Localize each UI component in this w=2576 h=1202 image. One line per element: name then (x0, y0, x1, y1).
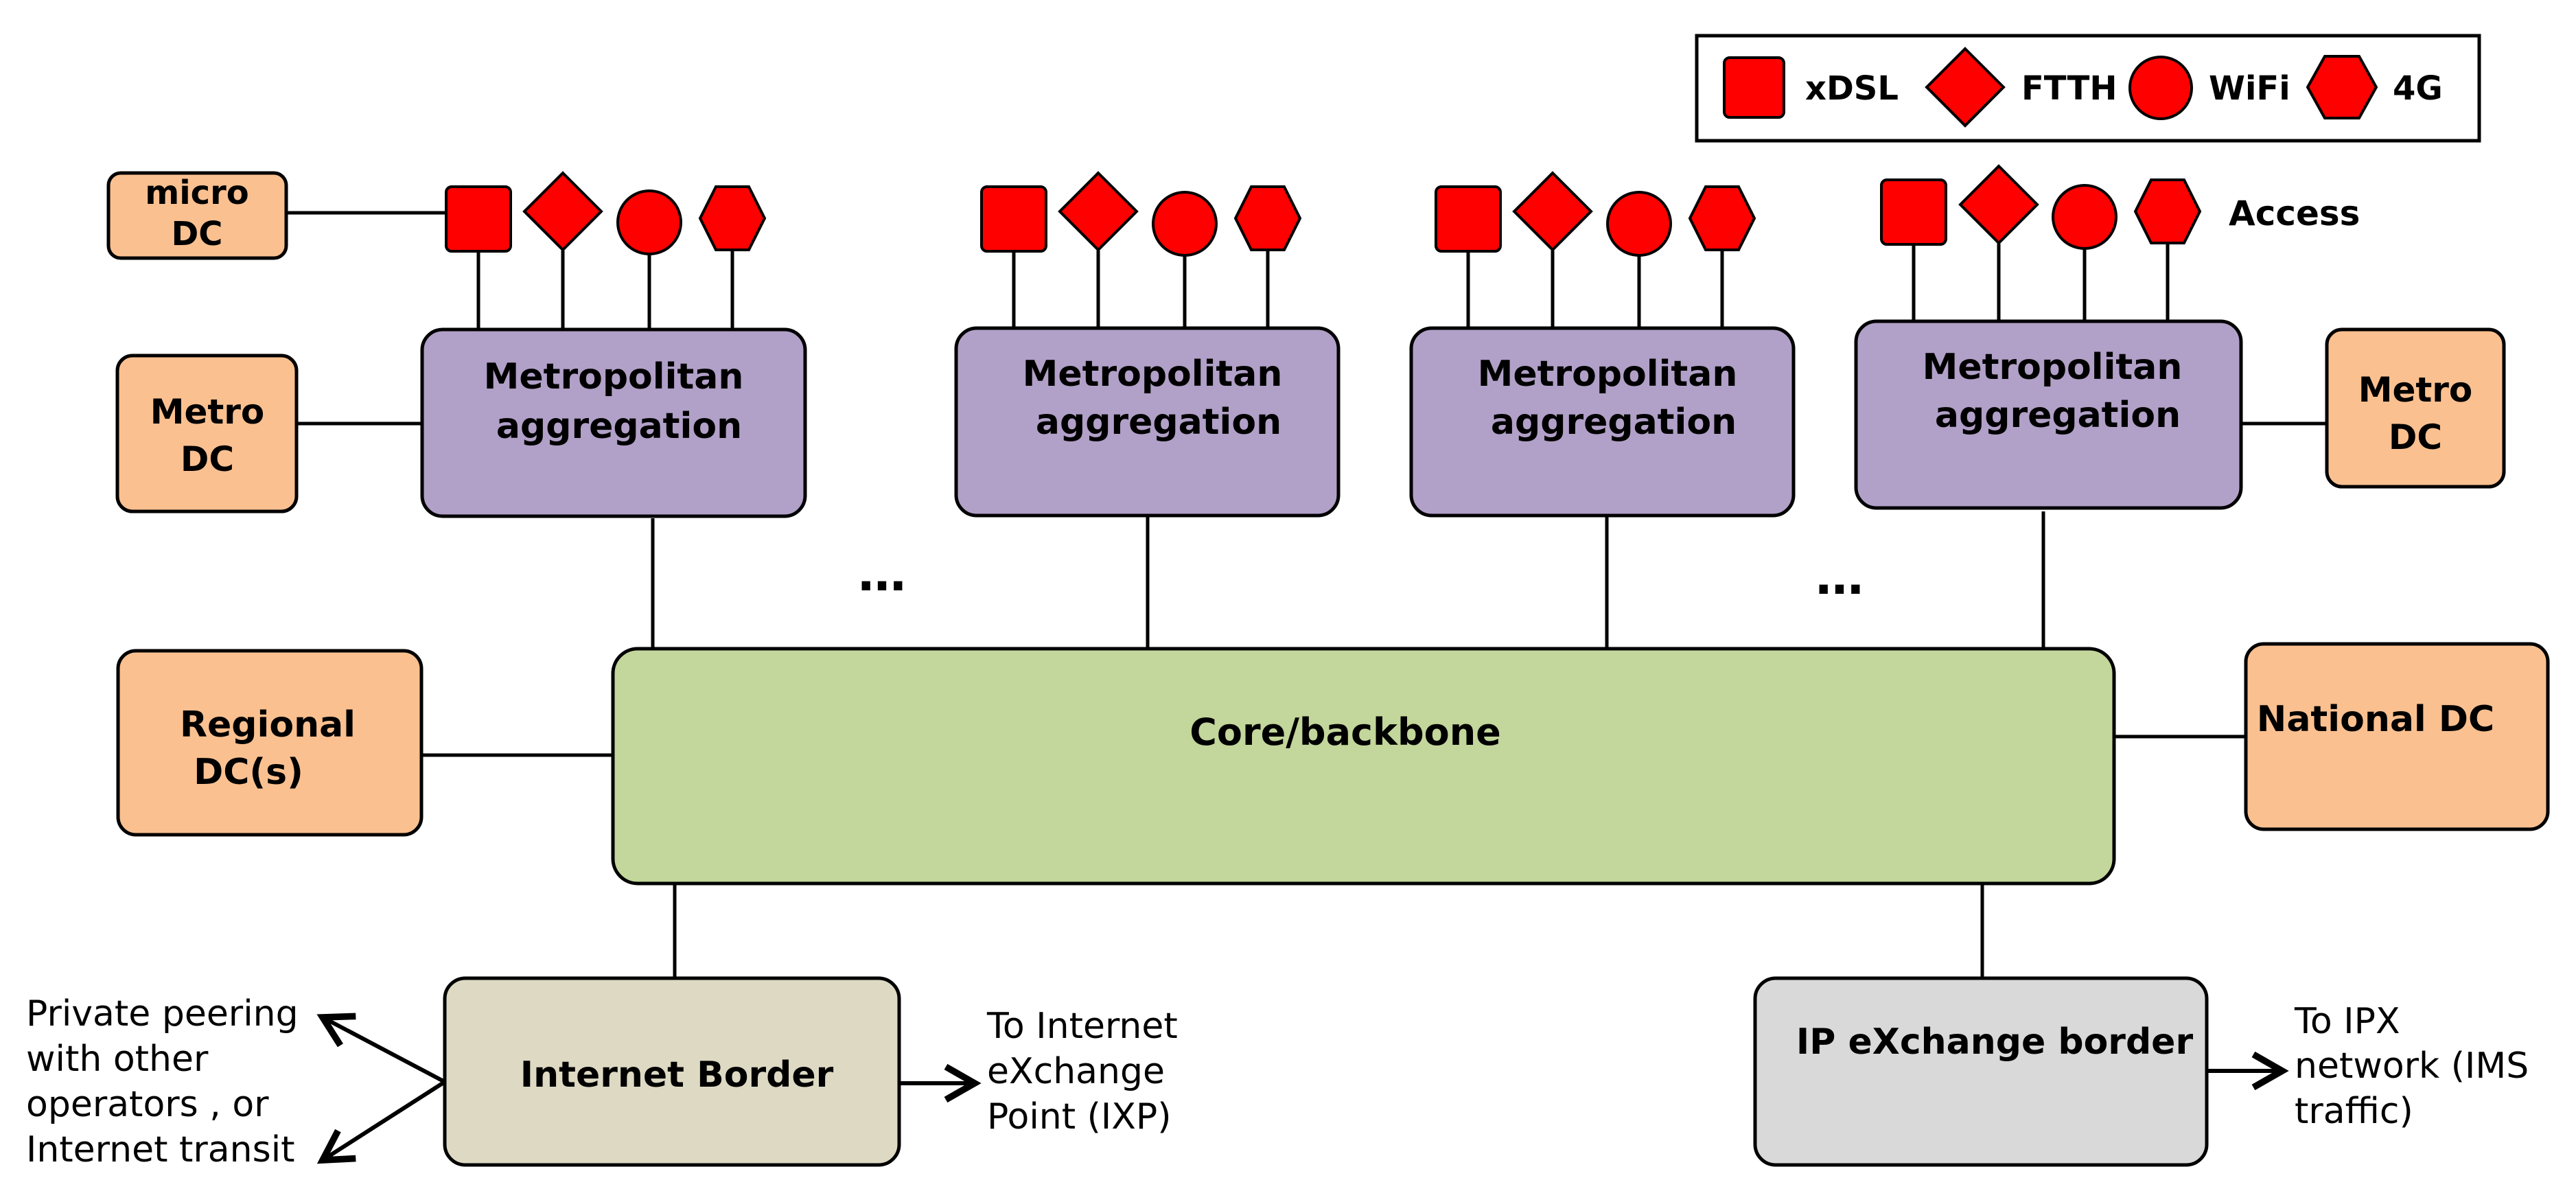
metro-agg-4: Metropolitan aggregation (1854, 319, 2243, 510)
ftth-diamond-icon (522, 171, 603, 252)
4g-hexagon-icon (2306, 55, 2378, 119)
ftth-diamond-icon (1512, 171, 1593, 252)
4g-hexagon-icon (698, 185, 767, 251)
xdsl-square-icon (1723, 56, 1785, 119)
regional-dc-line2: DC(s) (194, 752, 303, 793)
xdsl-square-icon (445, 185, 512, 253)
arrow-private-peering-down (316, 1080, 446, 1164)
wifi-circle-icon (2128, 56, 2193, 120)
arrow-private-peering-up (316, 1013, 446, 1084)
4g-hexagon-icon (1688, 185, 1756, 251)
private-peering-line: operators , or (26, 1084, 269, 1125)
metro-agg-line2: aggregation (1935, 395, 2181, 436)
xdsl-square-icon (980, 185, 1047, 253)
metro-agg-line1: Metropolitan (1023, 354, 1283, 395)
connectors (286, 211, 2327, 978)
metro-agg-1: Metropolitan aggregation (420, 327, 807, 518)
metro-dc-right-box (2325, 327, 2506, 489)
to-ixp-line: eXchange (987, 1051, 1165, 1092)
to-ipx-line: To IPX (2294, 1001, 2400, 1042)
metro-agg-line1: Metropolitan (1923, 347, 2183, 388)
private-peering-annotation: Private peering with other operators , o… (26, 993, 299, 1170)
wifi-circle-icon (616, 189, 682, 255)
private-peering-line: Private peering (26, 993, 299, 1035)
metro-agg-box (954, 326, 1341, 518)
to-ipx-line: traffic) (2295, 1091, 2413, 1132)
private-peering-line: with other (26, 1039, 209, 1080)
xdsl-square-icon (1435, 185, 1502, 253)
micro-dc-line1: micro (145, 174, 249, 212)
national-dc-label: National DC (2257, 699, 2494, 740)
access-group-2 (980, 171, 1302, 257)
ftth-diamond-icon (1058, 171, 1139, 252)
core-backbone-node: Core/backbone (611, 647, 2116, 886)
metro-agg-box (1409, 326, 1796, 518)
access-group-4 (1880, 164, 2202, 250)
ellipsis-right: … (1815, 549, 1864, 605)
micro-dc-line2: DC (171, 215, 222, 253)
access-label: Access (2229, 194, 2360, 233)
ipx-border-label: IP eXchange border (1796, 1021, 2194, 1063)
metro-agg-line1: Metropolitan (1478, 354, 1738, 395)
wifi-circle-icon (1606, 191, 1672, 257)
core-box (611, 647, 2116, 886)
internet-border-label: Internet Border (520, 1054, 834, 1096)
metro-dc-right-line1: Metro (2358, 370, 2473, 410)
wifi-circle-icon (2052, 184, 2117, 250)
ipx-border-node: IP eXchange border (1753, 976, 2209, 1167)
regional-dc-node: Regional DC(s) (116, 649, 423, 837)
wifi-circle-icon (1152, 191, 1218, 257)
metro-dc-left-line2: DC (181, 439, 234, 479)
ellipsis-left: … (858, 546, 906, 602)
arrows (316, 1013, 2289, 1164)
xdsl-square-icon (1880, 178, 1947, 246)
4g-hexagon-icon (1233, 185, 1302, 251)
private-peering-line: Internet transit (26, 1129, 295, 1170)
access-group-1 (445, 171, 767, 255)
metro-agg-3: Metropolitan aggregation (1409, 326, 1796, 518)
metro-agg-line2: aggregation (1491, 402, 1737, 443)
internet-border-box (443, 976, 901, 1167)
micro-dc-node: micro DC (106, 171, 288, 260)
metro-agg-box (420, 327, 807, 518)
to-ixp-annotation: To Internet eXchange Point (IXP) (986, 1006, 1178, 1137)
ftth-diamond-icon (1925, 47, 2006, 128)
to-ipx-annotation: To IPX network (IMS traffic) (2294, 1001, 2529, 1132)
metro-agg-box (1854, 319, 2243, 510)
legend-label-ftth: FTTH (2021, 69, 2117, 108)
legend: xDSL FTTH WiFi 4G (1695, 34, 2481, 143)
metro-agg-2: Metropolitan aggregation (954, 326, 1341, 518)
metro-dc-left-line1: Metro (150, 392, 265, 432)
regional-dc-line1: Regional (180, 704, 356, 746)
metro-dc-right-line2: DC (2389, 417, 2442, 457)
ipx-border-box (1753, 976, 2209, 1167)
core-label: Core/backbone (1190, 710, 1501, 754)
metro-agg-line1: Metropolitan (484, 356, 744, 397)
to-ixp-line: Point (IXP) (987, 1096, 1172, 1137)
access-group-3 (1435, 171, 1756, 257)
internet-border-node: Internet Border (443, 976, 901, 1167)
legend-label-4g: 4G (2393, 69, 2443, 108)
micro-dc-box (106, 171, 288, 260)
metro-dc-left-box (115, 354, 299, 513)
4g-hexagon-icon (2133, 178, 2202, 244)
to-ixp-line: To Internet (986, 1006, 1178, 1047)
to-ipx-line: network (IMS (2295, 1045, 2529, 1087)
metro-agg-line2: aggregation (496, 406, 742, 447)
national-dc-node: National DC (2244, 642, 2550, 831)
metro-agg-line2: aggregation (1036, 402, 1281, 443)
legend-label-wifi: WiFi (2209, 69, 2290, 108)
regional-dc-box (116, 649, 423, 837)
ftth-diamond-icon (1958, 164, 2039, 245)
national-dc-box (2244, 642, 2550, 831)
legend-label-xdsl: xDSL (1805, 69, 1899, 108)
metro-dc-left-node: Metro DC (115, 354, 299, 513)
metro-dc-right-node: Metro DC (2325, 327, 2506, 489)
